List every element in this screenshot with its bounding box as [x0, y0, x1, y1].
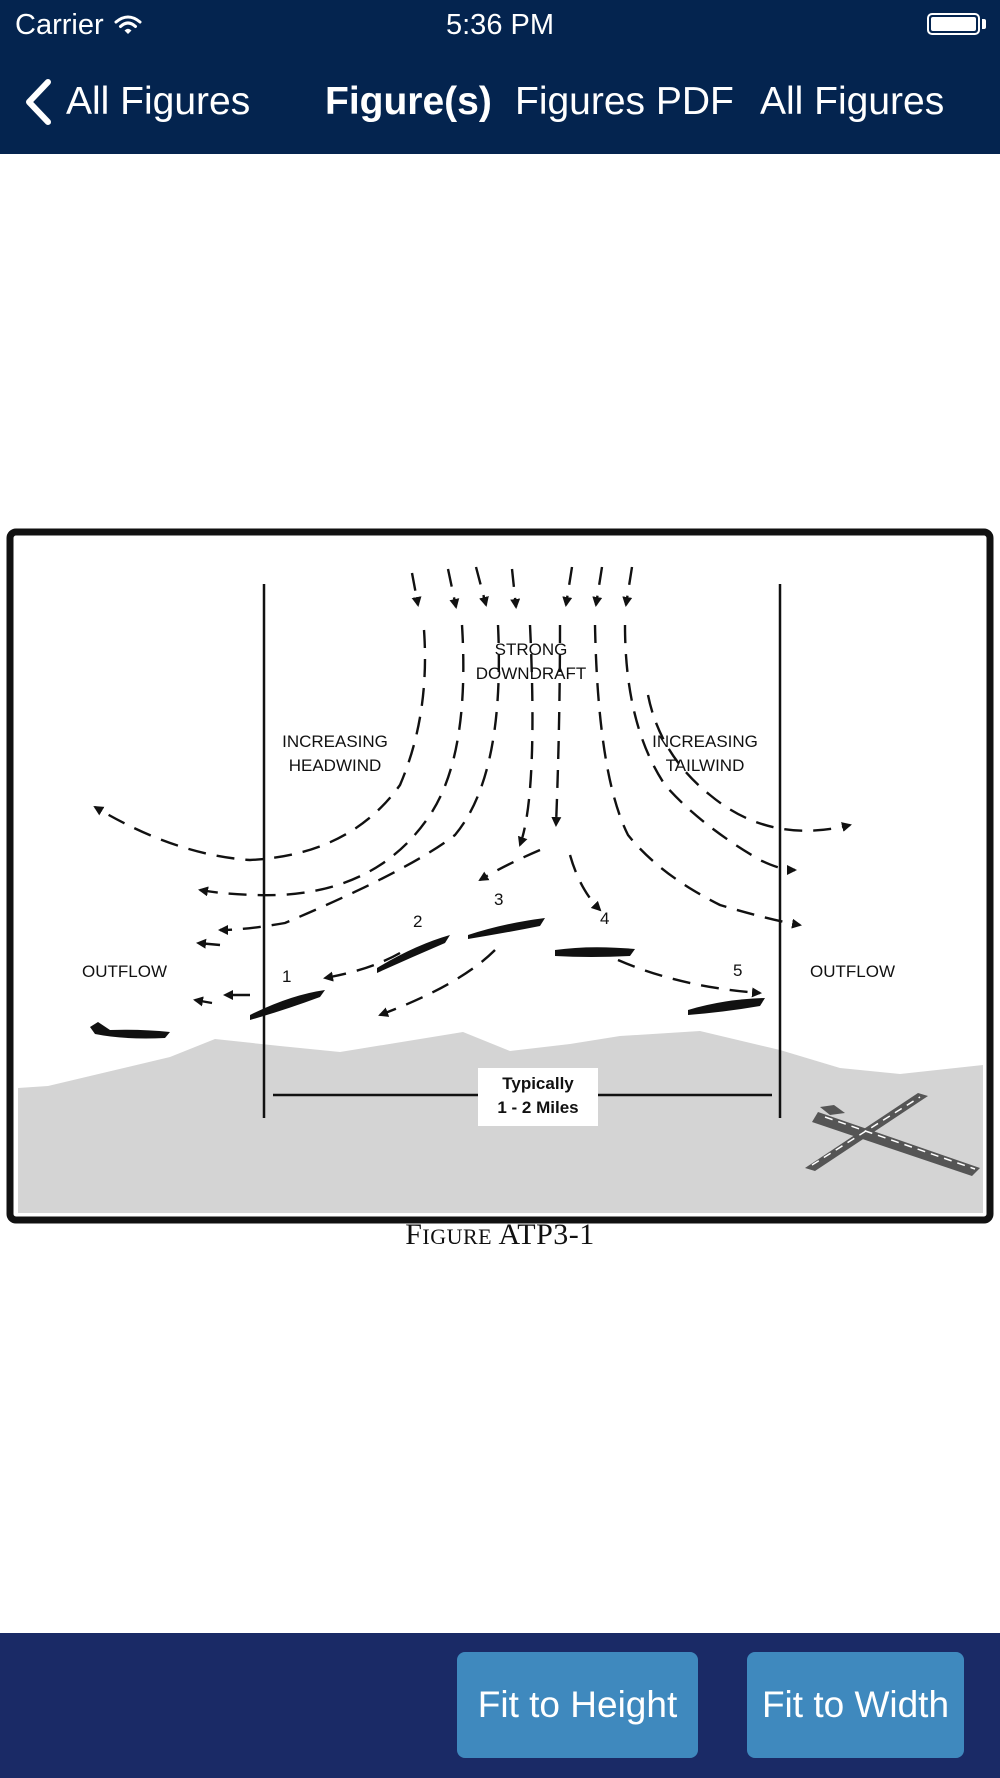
wifi-icon: [114, 14, 142, 36]
figure-caption: FIGURE ATP3-1: [405, 1218, 595, 1251]
chevron-left-icon: [26, 79, 51, 125]
distance-box: [478, 1068, 598, 1126]
label-increasing-tailwind: INCREASING TAILWIND: [652, 732, 758, 775]
label-strong-downdraft: STRONG DOWNDRAFT: [475, 640, 587, 683]
position-label-1: 1: [282, 967, 292, 986]
battery-tip: [982, 19, 986, 29]
header-bar: Carrier 5:36 PM All Figures Figure(s) Fi…: [0, 0, 1000, 154]
bottom-toolbar: Fit to Height Fit to Width: [0, 1633, 1000, 1778]
microburst-figure: [6, 528, 994, 1224]
position-label-2: 2: [413, 912, 423, 931]
label-increasing-headwind: INCREASING HEADWIND: [282, 732, 388, 775]
wind-arrows: [93, 566, 852, 1017]
aircraft-landing: [90, 1022, 170, 1039]
figure-viewer[interactable]: STRONG DOWNDRAFT INCREASING HEADWIND INC…: [0, 525, 1000, 1260]
position-label-5: 5: [733, 961, 743, 980]
position-label-3: 3: [494, 890, 504, 909]
fit-to-height-button[interactable]: Fit to Height: [457, 1652, 698, 1758]
tab-figures-pdf[interactable]: Figures PDF: [515, 80, 734, 123]
back-label: All Figures: [66, 80, 251, 123]
label-outflow-left: OUTFLOW: [82, 962, 167, 981]
aircraft-4: [555, 947, 635, 957]
aircraft-1: [250, 990, 325, 1020]
tab-figures[interactable]: Figure(s): [325, 80, 492, 123]
carrier-label: Carrier: [15, 8, 104, 41]
aircraft-2: [377, 935, 450, 973]
tab-all-figures[interactable]: All Figures: [760, 80, 945, 123]
label-distance: Typically 1 - 2 Miles: [497, 1074, 579, 1117]
fit-to-width-button[interactable]: Fit to Width: [747, 1652, 964, 1758]
battery-icon: [927, 13, 980, 35]
status-bar-left: Carrier: [15, 6, 142, 44]
aircraft-3: [468, 918, 545, 939]
label-outflow-right: OUTFLOW: [810, 962, 895, 981]
position-label-4: 4: [600, 909, 610, 928]
back-button[interactable]: All Figures: [24, 76, 250, 128]
aircraft-5: [688, 998, 765, 1015]
aircraft-group: [90, 918, 765, 1039]
status-time: 5:36 PM: [446, 9, 554, 41]
